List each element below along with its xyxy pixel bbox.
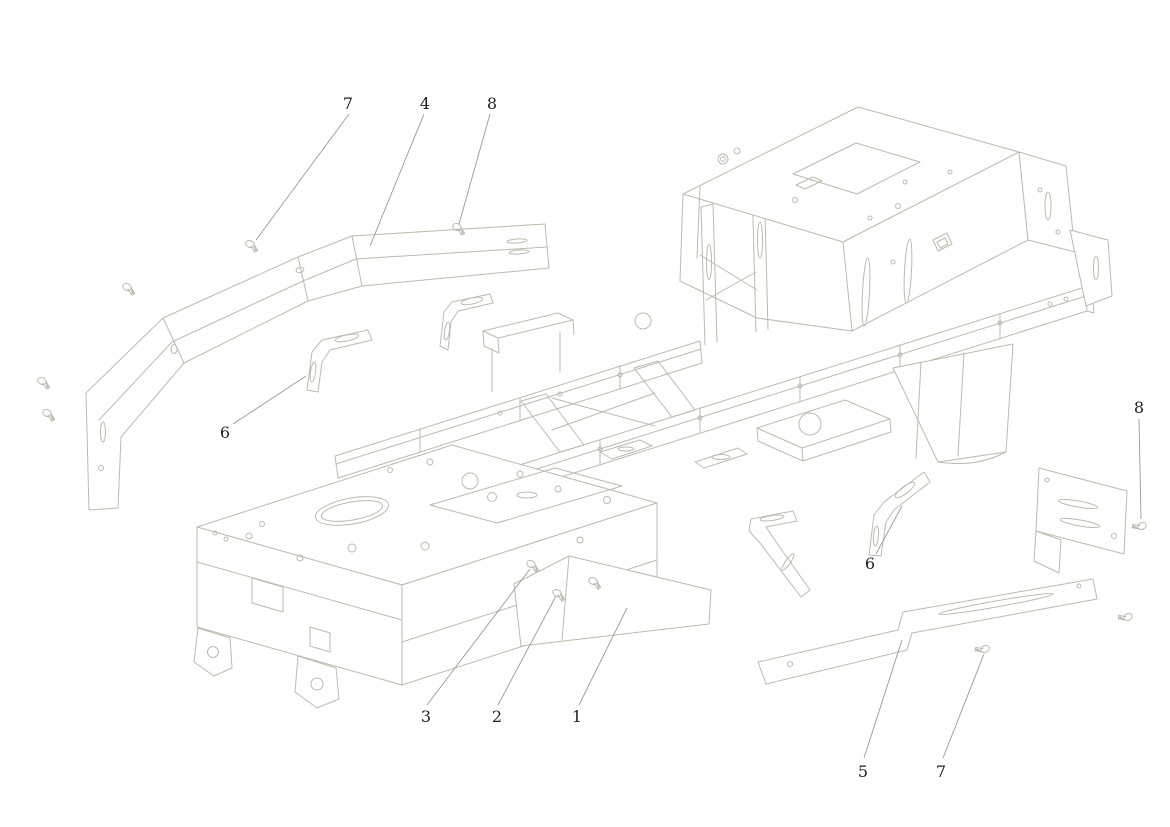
leader-line <box>578 607 628 706</box>
leader-line <box>942 653 985 759</box>
support-bracket-front <box>439 293 494 351</box>
screw-icon <box>120 281 138 297</box>
leader-line <box>863 639 903 759</box>
callout-leader-lines <box>232 113 1142 759</box>
screw-icon <box>35 375 53 391</box>
callout-label-7-bottom: 7 <box>936 762 946 781</box>
screw-icon <box>973 641 991 657</box>
support-bracket-part6-right <box>868 471 931 557</box>
chassis-line-art <box>35 106 1148 709</box>
screw-icon <box>1130 518 1148 534</box>
callout-label-5: 5 <box>858 762 868 781</box>
callout-label-6-left: 6 <box>220 423 230 442</box>
screw-icon <box>243 238 261 254</box>
rear-chute <box>892 343 1014 465</box>
callout-labels: 7 4 8 8 6 6 3 2 1 5 7 <box>220 94 1144 781</box>
leader-line <box>1138 418 1142 520</box>
callout-label-1: 1 <box>572 707 582 726</box>
support-bracket-part6-left <box>306 329 373 393</box>
bumper-bracket-part4 <box>85 223 550 511</box>
side-skirt-part5 <box>757 578 1098 685</box>
leader-line <box>875 505 903 555</box>
callout-label-6-right: 6 <box>865 554 875 573</box>
callout-label-4: 4 <box>420 94 430 113</box>
leader-line <box>458 113 491 225</box>
leader-line <box>426 568 531 706</box>
rear-enclosure-box <box>679 106 1113 332</box>
callout-label-3: 3 <box>421 707 431 726</box>
callout-label-8-top: 8 <box>487 94 497 113</box>
leader-line <box>232 375 307 425</box>
screw-icon <box>1116 609 1134 625</box>
callout-label-2: 2 <box>492 707 502 726</box>
callout-label-7-top: 7 <box>343 94 353 113</box>
rear-support-bracket <box>1033 467 1128 574</box>
leader-line <box>255 113 350 241</box>
leader-line <box>497 595 557 706</box>
screw-icon <box>40 407 58 423</box>
callout-label-8-right: 8 <box>1134 398 1144 417</box>
support-bracket-mid <box>748 510 811 598</box>
leader-line <box>369 113 425 247</box>
side-panel-part1 <box>513 555 712 647</box>
